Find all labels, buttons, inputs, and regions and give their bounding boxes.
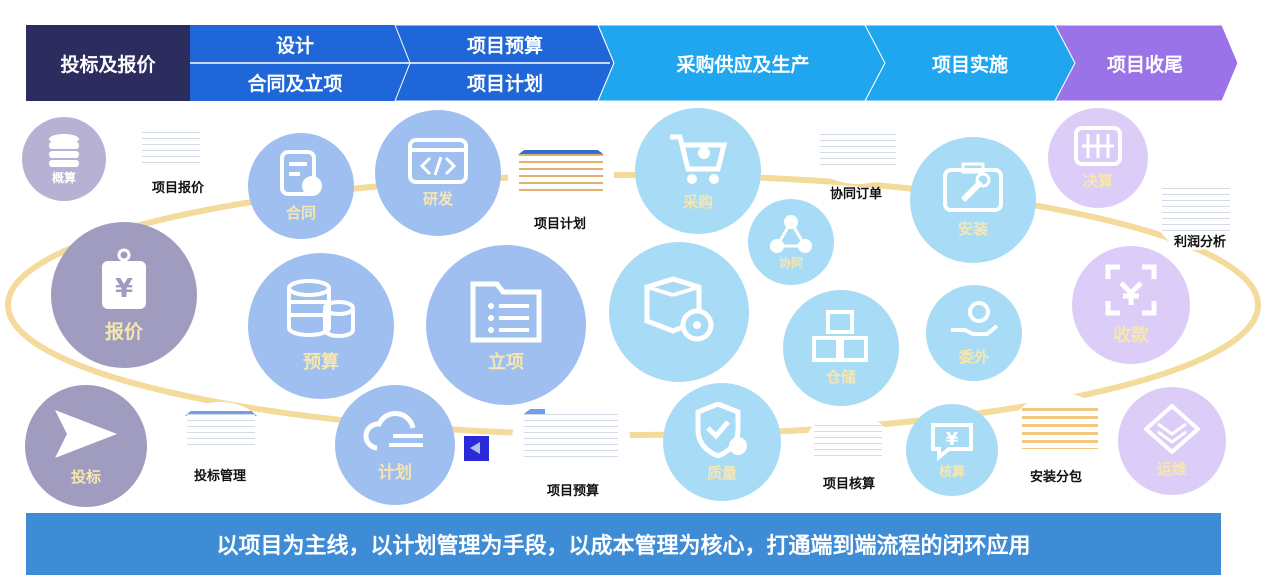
final-account-node[interactable]: 决算 [1048, 108, 1148, 208]
final-account-label: 决算 [1082, 171, 1113, 190]
initiation-node[interactable]: 立项 [426, 245, 586, 405]
footer-banner: 以项目为主线，以计划管理为手段，以成本管理为核心，打通端到端流程的闭环应用 [26, 513, 1221, 575]
collab-label: 协同 [778, 255, 803, 270]
price-tag-icon: ¥ [102, 248, 146, 309]
coins-icon [287, 279, 355, 338]
stage-design-label: 设计 [275, 34, 314, 57]
rnd-label: 研发 [422, 189, 453, 208]
quote-node[interactable]: ¥ 报价 [51, 222, 197, 368]
stage-bid-label: 投标及报价 [60, 53, 156, 76]
code-window-icon [408, 137, 468, 184]
plan-thumbnail-caption: 项目计划 [533, 217, 586, 232]
accounting-label: 核算 [938, 464, 965, 480]
cart-icon [670, 134, 728, 184]
profit-thumbnail-caption: 利润分析 [1173, 235, 1226, 250]
production-node[interactable] [609, 242, 749, 382]
process-banner [26, 24, 1239, 102]
quality-node[interactable]: 质量 [663, 383, 781, 501]
bid-mgmt-thumbnail[interactable] [178, 402, 264, 464]
budget-label: 预算 [303, 352, 339, 373]
stage-close-label: 项目收尾 [1106, 53, 1183, 76]
profit-thumbnail[interactable] [1154, 172, 1238, 250]
yen-chat-icon: ¥ [931, 422, 973, 461]
stage-contract-label: 合同及立项 [247, 72, 343, 95]
bid-node[interactable]: 投标 [25, 385, 147, 507]
estimate-node[interactable]: 概算 [22, 117, 106, 201]
estimate-label: 概算 [51, 170, 76, 185]
svg-text:¥: ¥ [115, 274, 133, 304]
install-label: 安装 [957, 219, 988, 238]
plan-node[interactable]: 计划 [335, 385, 455, 505]
send-icon [55, 409, 117, 458]
coins-icon [49, 133, 79, 167]
plan-thumbnail[interactable] [508, 140, 614, 212]
bid-label: 投标 [70, 467, 101, 486]
subcontract-thumbnail[interactable] [1012, 393, 1108, 467]
quote-label: 报价 [104, 320, 143, 343]
banner-stage-bid [26, 25, 190, 101]
collab-node[interactable]: 协同 [748, 199, 834, 285]
outsource-node[interactable]: 委外 [926, 285, 1022, 381]
accounting-thumbnail[interactable] [806, 413, 890, 471]
stage-plan-label: 项目计划 [466, 72, 543, 95]
budget-node[interactable]: 预算 [248, 253, 394, 399]
budget-thumbnail-caption: 项目预算 [546, 484, 599, 499]
stage-procure-label: 采购供应及生产 [676, 53, 810, 76]
contract-label: 合同 [285, 203, 316, 222]
accounting-node[interactable]: ¥ 核算 [906, 404, 998, 496]
receipt-label: 收款 [1113, 325, 1149, 346]
subcontract-thumbnail-caption: 安装分包 [1029, 470, 1082, 485]
collab-order-thumbnail[interactable] [810, 122, 906, 184]
rnd-node[interactable]: 研发 [375, 110, 501, 236]
receipt-node[interactable]: 收款 [1072, 246, 1190, 364]
initiation-label: 立项 [488, 352, 524, 373]
arrow-marker [464, 436, 489, 461]
accounting-thumbnail-caption: 项目核算 [822, 477, 875, 492]
operations-label: 运维 [1156, 459, 1187, 478]
yen-scan-icon [1105, 264, 1157, 316]
cloud-icon [363, 410, 423, 450]
contract-node[interactable]: 合同 [248, 133, 354, 239]
stage-budget-label: 项目预算 [466, 34, 543, 57]
banner-stage-close [1054, 24, 1239, 102]
procure-label: 采购 [682, 192, 713, 211]
lifecycle-ring [5, 172, 1261, 438]
quality-label: 质量 [706, 463, 737, 482]
boxes-icon [812, 309, 868, 362]
shield-check-icon [695, 401, 747, 458]
stage-implement-label: 项目实施 [931, 53, 1008, 76]
budget-thumbnail[interactable] [512, 398, 630, 478]
document-icon [280, 149, 322, 196]
share-icon [770, 214, 812, 253]
plan-label: 计划 [378, 462, 412, 483]
procure-node[interactable]: 采购 [635, 108, 761, 234]
warehouse-node[interactable]: 仓储 [783, 290, 899, 406]
box-gear-icon [644, 276, 714, 342]
svg-text:¥: ¥ [946, 429, 959, 450]
collab-order-thumbnail-caption: 协同订单 [829, 187, 882, 202]
bid-mgmt-thumbnail-caption: 投标管理 [193, 469, 246, 484]
wrench-icon [943, 162, 1003, 212]
install-node[interactable]: 安装 [910, 137, 1036, 263]
folder-list-icon [470, 281, 542, 343]
quote-thumbnail[interactable] [135, 120, 207, 180]
operations-node[interactable]: 运维 [1118, 387, 1226, 495]
outsource-label: 委外 [958, 347, 989, 366]
quote-thumbnail-caption: 项目报价 [151, 181, 204, 196]
layers-icon [1144, 403, 1200, 454]
hand-gear-icon [951, 300, 999, 336]
grid-icon [1074, 125, 1122, 166]
warehouse-label: 仓储 [825, 367, 856, 386]
